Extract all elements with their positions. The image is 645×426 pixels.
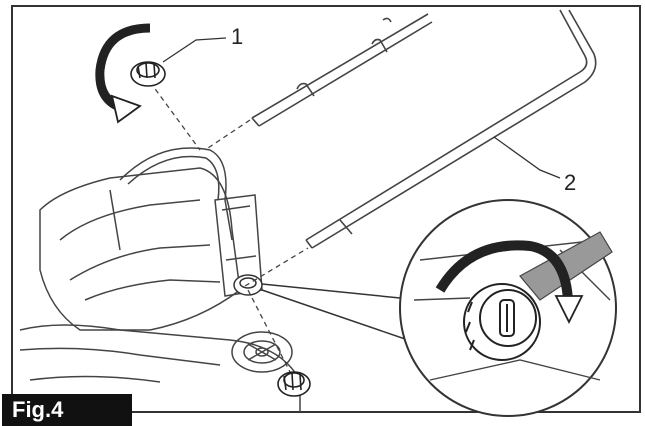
assembly-dashed-lines <box>149 81 309 373</box>
leader-line-2 <box>493 136 561 179</box>
figure-frame <box>11 5 641 413</box>
lower-handle-tube <box>251 13 433 127</box>
mower-body <box>19 147 301 412</box>
zoom-knob-icon <box>463 283 541 361</box>
callout-label-2: 2 <box>564 170 577 195</box>
callout-label-1: 1 <box>231 24 244 49</box>
zoom-connector <box>261 283 409 341</box>
bottom-knob-icon <box>277 371 311 397</box>
upper-handle-tube <box>305 9 597 249</box>
curved-arrow-icon <box>95 23 151 124</box>
rear-wheel <box>231 331 293 373</box>
top-knob-icon <box>130 61 166 87</box>
body-knob-icon <box>233 274 263 296</box>
leader-line-1 <box>162 37 227 63</box>
figure-label: Fig.4 <box>2 394 132 426</box>
zoom-detail-circle <box>399 199 617 417</box>
